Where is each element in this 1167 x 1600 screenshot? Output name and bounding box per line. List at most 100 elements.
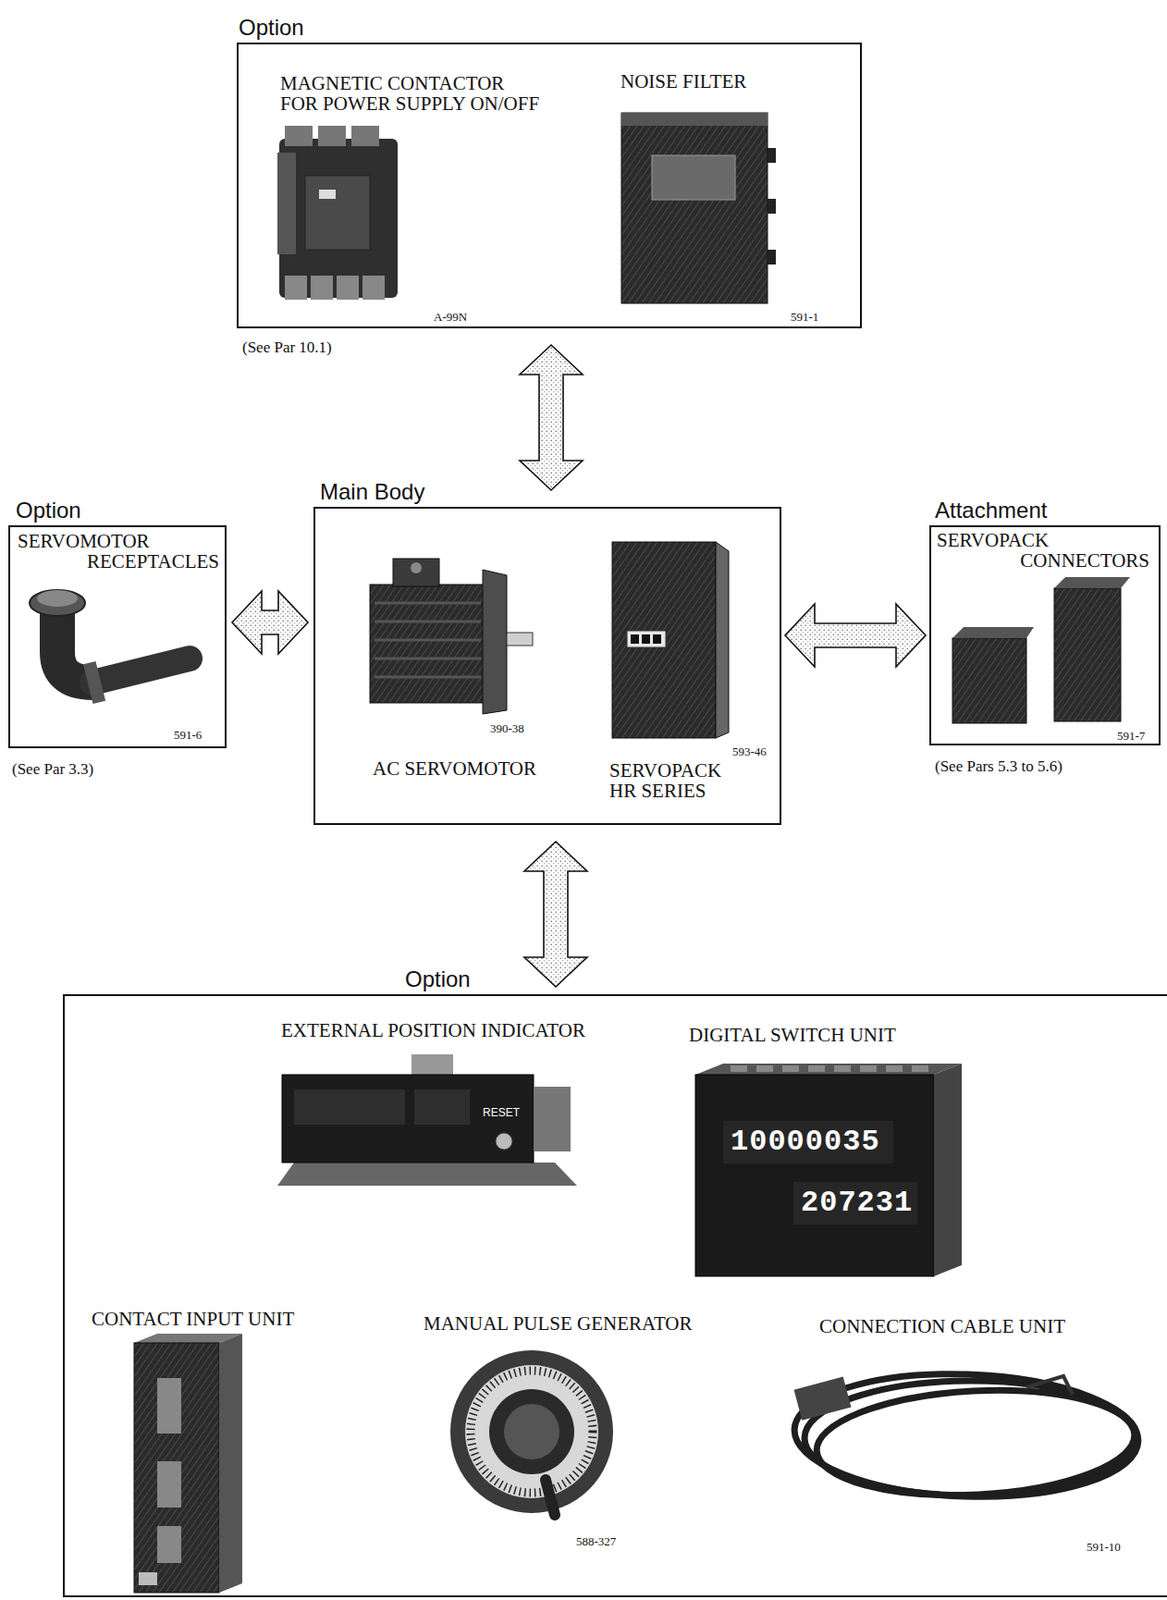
digital-switch-photo-part-part bbox=[730, 1065, 748, 1072]
double-arrow bbox=[519, 344, 583, 491]
pulse-generator-photo-part bbox=[465, 1364, 599, 1499]
magnetic-contactor-photo-part bbox=[362, 275, 385, 300]
magnetic-contactor-photo-part bbox=[310, 275, 333, 300]
digital-switch-photo-part bbox=[695, 1063, 962, 1075]
receptacle-photo-part bbox=[36, 589, 78, 607]
servopack-photo-part bbox=[612, 541, 716, 738]
digital-switch-photo-part-part bbox=[834, 1065, 851, 1072]
digital-switch-photo bbox=[695, 1063, 962, 1277]
digital-switch-photo-part-part bbox=[885, 1065, 903, 1072]
group-heading: Attachment bbox=[934, 498, 1047, 523]
part-name: CONNECTION CABLE UNIT bbox=[819, 1315, 1066, 1337]
group-heading: Main Body bbox=[319, 479, 425, 504]
servomotor-photo-part-part bbox=[374, 620, 481, 624]
digital-switch-photo-part bbox=[730, 1065, 929, 1072]
servomotor-photo-part bbox=[482, 569, 507, 714]
group-heading: Option bbox=[405, 967, 471, 992]
figure-number: 588-327 bbox=[576, 1535, 616, 1548]
pulse-generator-photo-part bbox=[503, 1403, 560, 1460]
cable-photo-part bbox=[794, 1376, 852, 1421]
magnetic-contactor-photo bbox=[277, 125, 398, 300]
magnetic-contactor-photo-part bbox=[351, 125, 380, 147]
receptacle-photo bbox=[29, 589, 190, 704]
part-name: CONTACT INPUT UNIT bbox=[91, 1308, 295, 1329]
double-arrow bbox=[785, 603, 926, 667]
noise-filter-photo bbox=[621, 112, 776, 304]
figure-number: 591-7 bbox=[1117, 729, 1145, 743]
magnetic-contactor-photo-part bbox=[279, 138, 398, 298]
magnetic-contactor-photo-part bbox=[284, 275, 308, 300]
servomotor-photo-part bbox=[374, 602, 481, 677]
servopack-photo-part bbox=[715, 541, 729, 738]
contact-input-photo-part bbox=[157, 1461, 182, 1508]
reference-note: (See Par 10.1) bbox=[242, 339, 332, 357]
pulse-generator-photo-part bbox=[489, 1388, 575, 1475]
servomotor-photo-part bbox=[410, 562, 422, 574]
pulse-generator-photo-part bbox=[545, 1479, 555, 1515]
position-indicator-photo-part bbox=[282, 1074, 534, 1163]
reference-note: (See Pars 5.3 to 5.6) bbox=[934, 758, 1063, 776]
part-name: DIGITAL SWITCH UNIT bbox=[688, 1024, 897, 1045]
noise-filter-photo-part bbox=[767, 198, 776, 214]
receptacle-photo-part bbox=[92, 658, 190, 683]
noise-filter-photo-part bbox=[767, 249, 776, 265]
digit-readout: 10000035 bbox=[730, 1126, 881, 1158]
servomotor-photo-part-part bbox=[374, 638, 481, 642]
contact-input-photo-part bbox=[219, 1333, 243, 1593]
position-indicator-photo-part bbox=[414, 1089, 470, 1125]
figure-number: 591-10 bbox=[1086, 1540, 1121, 1554]
digital-switch-photo-part-part bbox=[756, 1065, 774, 1072]
double-arrow bbox=[524, 841, 588, 987]
magnetic-contactor-photo-part bbox=[305, 175, 370, 250]
connectors-photo-part bbox=[952, 626, 1034, 639]
part-name: MANUAL PULSE GENERATOR bbox=[423, 1313, 693, 1334]
position-indicator-photo-part bbox=[533, 1086, 571, 1152]
position-indicator-photo-part bbox=[411, 1054, 454, 1077]
pulse-generator-photo-part bbox=[470, 1370, 593, 1493]
figure-number: 591-6 bbox=[173, 728, 202, 742]
connectors-photo-part bbox=[1054, 588, 1121, 722]
part-name: SERVOPACK HR SERIES bbox=[609, 760, 739, 801]
position-indicator-photo-part bbox=[294, 1089, 406, 1125]
group-heading: Option bbox=[238, 15, 305, 40]
panel-marking: RESET bbox=[482, 1106, 520, 1119]
connectors-photo bbox=[952, 577, 1131, 724]
noise-filter-photo-part bbox=[621, 112, 768, 126]
cable-photo-part bbox=[792, 1368, 1141, 1503]
cable-photo bbox=[792, 1368, 1141, 1503]
receptacle-photo-part bbox=[29, 589, 86, 616]
servopack-photo-part bbox=[630, 634, 639, 644]
receptacle-photo-part bbox=[83, 661, 106, 704]
position-indicator-photo bbox=[277, 1054, 578, 1186]
part-name: NOISE FILTER bbox=[620, 71, 747, 92]
digital-switch-photo-part bbox=[695, 1074, 934, 1277]
pulse-generator-photo-part bbox=[450, 1350, 614, 1513]
digital-switch-photo-part-part bbox=[808, 1065, 825, 1072]
magnetic-contactor-photo-part bbox=[277, 152, 296, 255]
servopack-photo-part bbox=[652, 634, 662, 644]
double-arrow bbox=[232, 590, 308, 654]
part-name: AC SERVOMOTOR bbox=[372, 758, 537, 779]
magnetic-contactor-photo-part bbox=[336, 275, 359, 300]
position-indicator-photo-part bbox=[495, 1132, 513, 1150]
contact-input-photo-part bbox=[134, 1342, 220, 1593]
group-heading: Option bbox=[15, 498, 82, 523]
digital-switch-photo-part bbox=[723, 1120, 894, 1164]
group-box: Option bbox=[62, 994, 1167, 1597]
digital-switch-photo-part-part bbox=[911, 1065, 929, 1072]
digital-switch-photo-part bbox=[933, 1063, 962, 1277]
servomotor-photo-part bbox=[393, 558, 440, 587]
part-name: SERVOPACK CONNECTORS bbox=[936, 529, 1150, 571]
magnetic-contactor-photo-part bbox=[319, 189, 336, 199]
pulse-generator-photo bbox=[450, 1350, 614, 1515]
servopack-photo-part bbox=[641, 634, 651, 644]
part-name: EXTERNAL POSITION INDICATOR bbox=[281, 1019, 586, 1041]
figure-number: 591-1 bbox=[790, 310, 819, 324]
connectors-photo-part bbox=[952, 638, 1027, 724]
figure-number: 593-46 bbox=[732, 745, 767, 759]
figure-number: 390-38 bbox=[490, 722, 525, 736]
digital-switch-photo-part-part bbox=[859, 1065, 877, 1072]
